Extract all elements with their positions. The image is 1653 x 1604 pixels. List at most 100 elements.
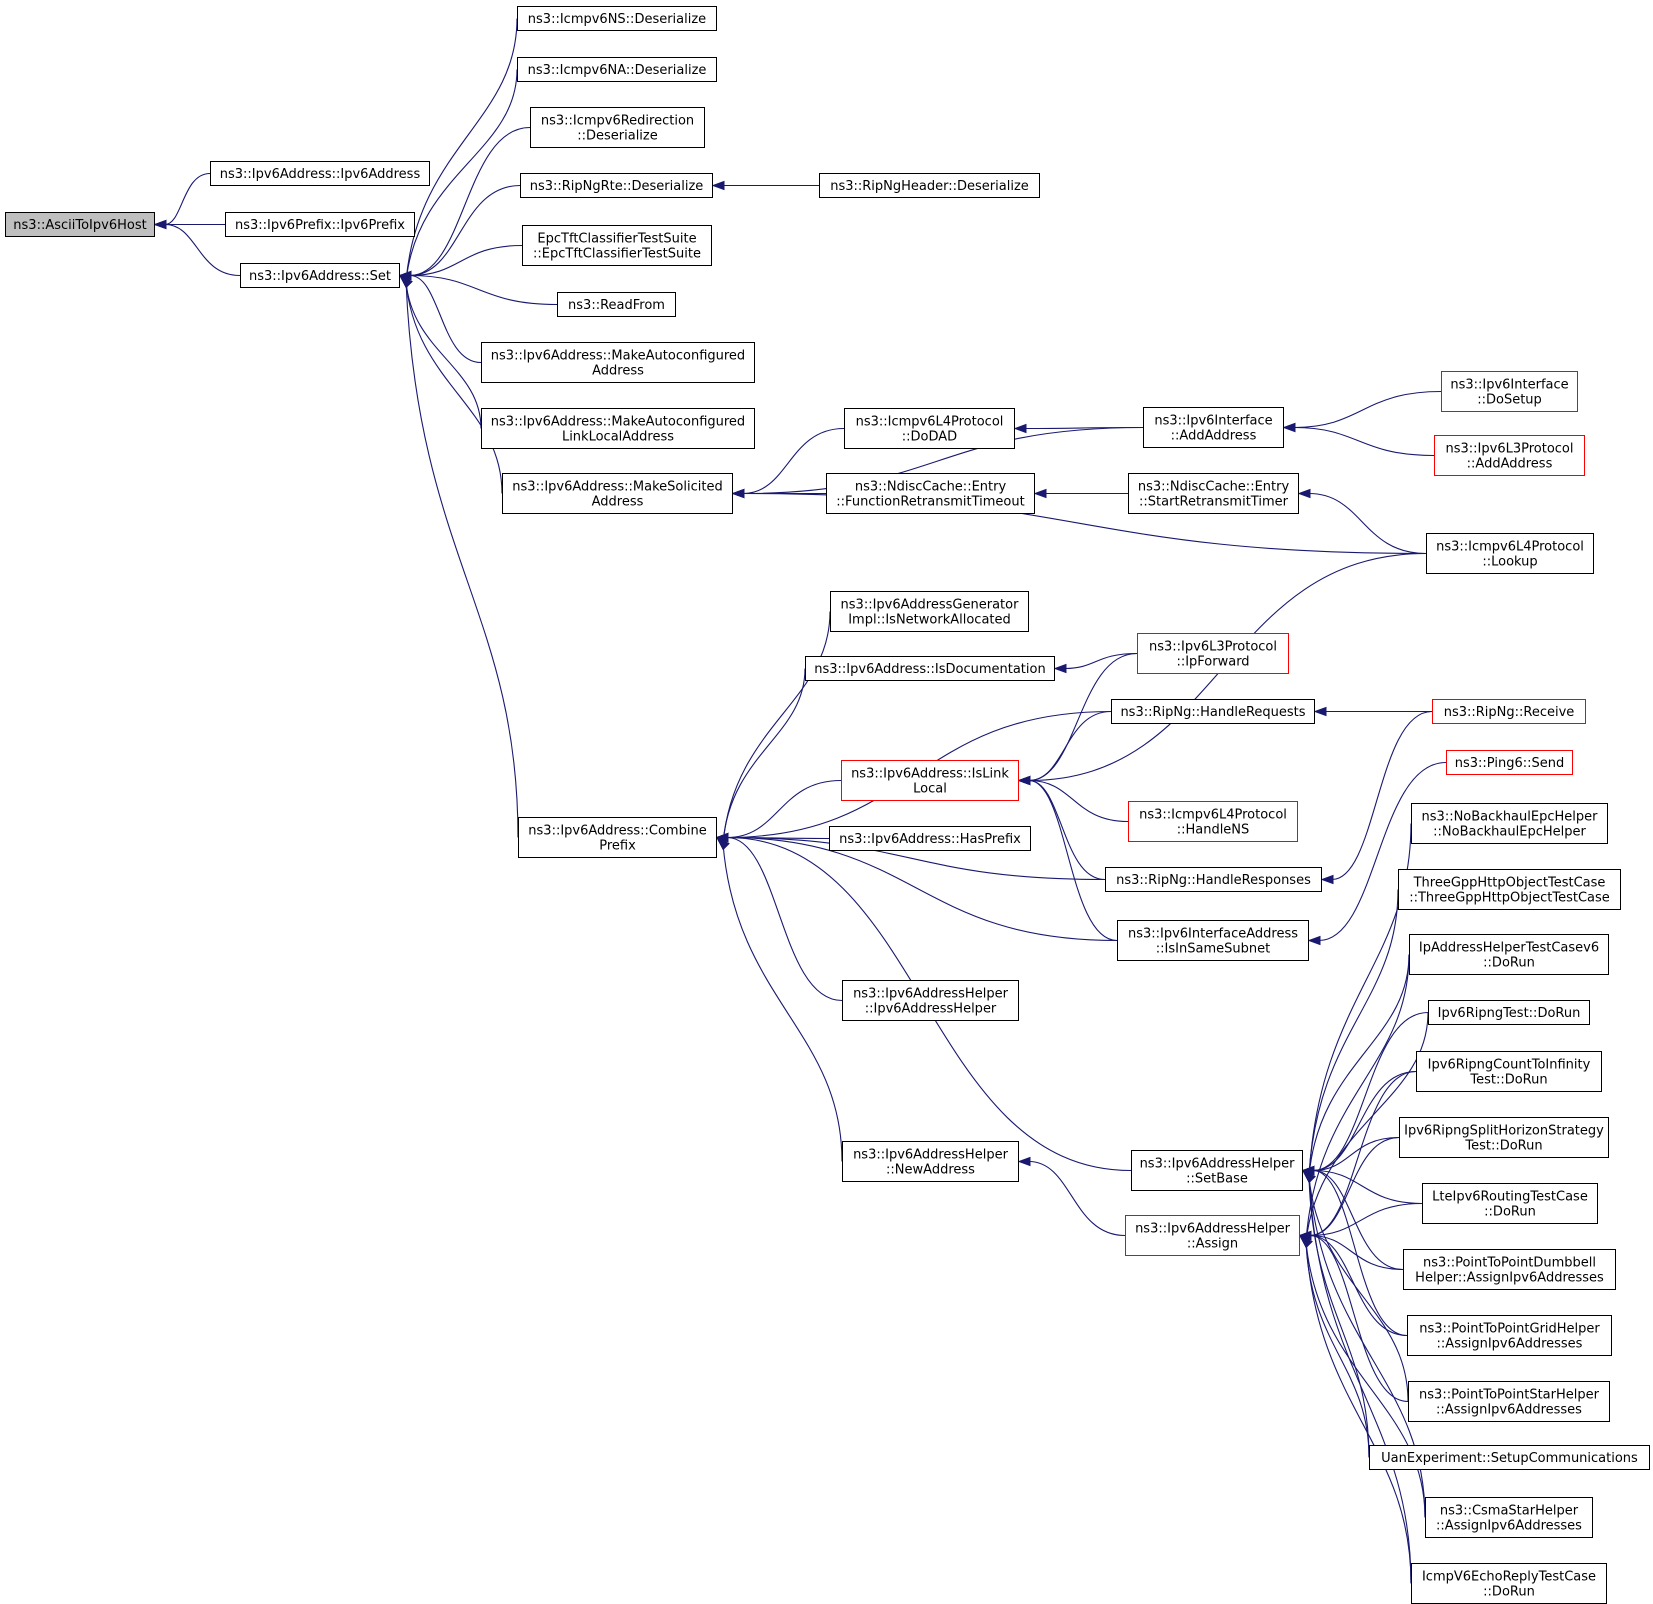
node-label: UanExperiment::SetupCommunications	[1381, 1451, 1638, 1466]
node-csmastar[interactable]: ns3::CsmaStarHelper::AssignIpv6Addresses	[1425, 1497, 1593, 1538]
node-handleresp[interactable]: ns3::RipNg::HandleResponses	[1105, 867, 1322, 892]
node-box	[481, 408, 755, 449]
node-box	[1125, 1215, 1300, 1256]
node-box	[829, 826, 1031, 851]
arrowhead	[1297, 488, 1311, 499]
node-ipv6prefix-ctor[interactable]: ns3::Ipv6Prefix::Ipv6Prefix	[225, 212, 415, 237]
call-edge	[164, 172, 211, 226]
node-grid[interactable]: ns3::PointToPointGridHelper::AssignIpv6A…	[1407, 1315, 1612, 1356]
node-lookup[interactable]: ns3::Icmpv6L4Protocol::Lookup	[1426, 533, 1594, 574]
call-edge	[405, 281, 482, 429]
node-label: Helper::AssignIpv6Addresses	[1415, 1271, 1604, 1286]
node-ripngheader[interactable]: ns3::RipNgHeader::Deserialize	[819, 173, 1040, 198]
node-dodad[interactable]: ns3::Icmpv6L4Protocol::DoDAD	[844, 408, 1015, 449]
node-label: ::DoRun	[1484, 1205, 1536, 1220]
node-epc[interactable]: EpcTftClassifierTestSuite::EpcTftClassif…	[522, 225, 712, 266]
node-handlens[interactable]: ns3::Icmpv6L4Protocol::HandleNS	[1128, 801, 1298, 842]
call-edge	[1318, 761, 1447, 942]
arrowhead	[1282, 422, 1296, 433]
node-setbase[interactable]: ns3::Ipv6AddressHelper::SetBase	[1131, 1150, 1303, 1191]
node-lterouting[interactable]: LteIpv6RoutingTestCase::DoRun	[1422, 1183, 1598, 1224]
node-hasprefix[interactable]: ns3::Ipv6Address::HasPrefix	[829, 826, 1031, 851]
node-insamesubnet[interactable]: ns3::Ipv6InterfaceAddress::IsInSameSubne…	[1117, 920, 1309, 961]
node-assign[interactable]: ns3::Ipv6AddressHelper::Assign	[1125, 1215, 1300, 1256]
node-redir-deser[interactable]: ns3::Icmpv6Redirection::Deserialize	[530, 107, 705, 148]
node-box	[1434, 435, 1585, 476]
arrowhead	[398, 270, 412, 281]
call-edges	[153, 18, 1447, 1584]
node-box	[1408, 1381, 1610, 1422]
node-start-retrans[interactable]: ns3::NdiscCache::Entry::StartRetransmitT…	[1128, 473, 1299, 514]
node-autoconf-ll[interactable]: ns3::Ipv6Address::MakeAutoconfiguredLink…	[481, 408, 755, 449]
node-isdoc[interactable]: ns3::Ipv6Address::IsDocumentation	[805, 656, 1055, 681]
call-edge	[409, 126, 531, 277]
node-receive[interactable]: ns3::RipNg::Receive	[1432, 699, 1586, 724]
node-star[interactable]: ns3::PointToPointStarHelper::AssignIpv6A…	[1408, 1381, 1610, 1422]
node-ipv6addr-ctor[interactable]: ns3::Ipv6Address::Ipv6Address	[210, 161, 430, 186]
node-autoconf[interactable]: ns3::Ipv6Address::MakeAutoconfiguredAddr…	[481, 342, 755, 383]
call-edge	[1309, 1234, 1408, 1337]
node-ripngtest[interactable]: Ipv6RipngTest::DoRun	[1428, 1000, 1590, 1025]
arrowhead	[711, 180, 725, 191]
call-edge	[1308, 954, 1410, 1177]
node-newaddress[interactable]: ns3::Ipv6AddressHelper::NewAddress	[842, 1141, 1019, 1182]
call-edge	[405, 69, 518, 282]
node-l3-addaddr[interactable]: ns3::Ipv6L3Protocol::AddAddress	[1434, 435, 1585, 476]
node-label: ns3::PointToPointGridHelper	[1419, 1322, 1600, 1337]
node-label: ns3::NdiscCache::Entry	[1138, 480, 1290, 495]
node-send[interactable]: ns3::Ping6::Send	[1446, 750, 1573, 775]
node-label: ThreeGppHttpObjectTestCase	[1413, 876, 1606, 891]
call-edge	[1309, 1202, 1423, 1237]
node-box	[517, 6, 717, 31]
node-ifc-dosetup[interactable]: ns3::Ipv6Interface::DoSetup	[1441, 371, 1578, 412]
node-label: ::DoSetup	[1477, 393, 1542, 408]
node-readfrom[interactable]: ns3::ReadFrom	[557, 292, 676, 317]
call-edge	[1293, 390, 1442, 429]
node-threegpp[interactable]: ThreeGppHttpObjectTestCase::ThreeGppHttp…	[1398, 869, 1621, 910]
node-label: Prefix	[599, 839, 636, 854]
arrowhead	[1298, 1230, 1312, 1241]
node-uan[interactable]: UanExperiment::SetupCommunications	[1369, 1445, 1650, 1470]
node-label: Test::DoRun	[1464, 1139, 1542, 1154]
call-edge	[1293, 426, 1435, 457]
call-edge	[1305, 954, 1410, 1242]
node-ifc-addaddr[interactable]: ns3::Ipv6Interface::AddAddress	[1143, 407, 1284, 448]
node-ns-deser[interactable]: ns3::Icmpv6NS::Deserialize	[517, 6, 717, 31]
call-edge	[722, 843, 843, 1162]
node-dumbbell[interactable]: ns3::PointToPointDumbbellHelper::AssignI…	[1403, 1249, 1616, 1290]
node-iphelpertest[interactable]: IpAddressHelperTestCasev6::DoRun	[1409, 934, 1609, 975]
node-helper-ctor[interactable]: ns3::Ipv6AddressHelper::Ipv6AddressHelpe…	[842, 980, 1019, 1021]
node-nobackhaul[interactable]: ns3::NoBackhaulEpcHelper::NoBackhaulEpcH…	[1411, 803, 1608, 844]
arrowhead	[1298, 1234, 1313, 1249]
node-box	[210, 161, 430, 186]
node-label: ns3::RipNgHeader::Deserialize	[830, 179, 1029, 194]
node-set[interactable]: ns3::Ipv6Address::Set	[240, 263, 400, 288]
node-label: ::AssignIpv6Addresses	[1436, 1403, 1582, 1418]
node-ipforward[interactable]: ns3::Ipv6L3Protocol::IpForward	[1137, 633, 1289, 674]
node-label: ns3::RipNg::HandleRequests	[1120, 705, 1305, 720]
node-label: ns3::PointToPointStarHelper	[1419, 1388, 1600, 1403]
node-ripngrte[interactable]: ns3::RipNgRte::Deserialize	[520, 173, 713, 198]
arrowhead	[1301, 1169, 1316, 1184]
call-edge	[405, 281, 503, 494]
node-box	[842, 980, 1019, 1021]
node-label: ::AddAddress	[1467, 457, 1553, 472]
node-icmpecho[interactable]: IcmpV6EchoReplyTestCase::DoRun	[1411, 1563, 1607, 1604]
node-box	[1422, 1183, 1598, 1224]
node-label: ::Deserialize	[577, 129, 658, 144]
node-handlereq[interactable]: ns3::RipNg::HandleRequests	[1111, 699, 1315, 724]
node-na-deser[interactable]: ns3::Icmpv6NA::Deserialize	[517, 57, 717, 82]
call-edge	[1308, 889, 1399, 1177]
call-edge	[1309, 1234, 1404, 1271]
node-func-retrans[interactable]: ns3::NdiscCache::Entry::FunctionRetransm…	[826, 473, 1035, 514]
node-label: LinkLocalAddress	[562, 430, 674, 445]
node-ascii[interactable]: ns3::AsciiToIpv6Host	[5, 212, 155, 237]
node-box	[1409, 934, 1609, 975]
node-netalloc[interactable]: ns3::Ipv6AddressGeneratorImpl::IsNetwork…	[830, 591, 1029, 632]
